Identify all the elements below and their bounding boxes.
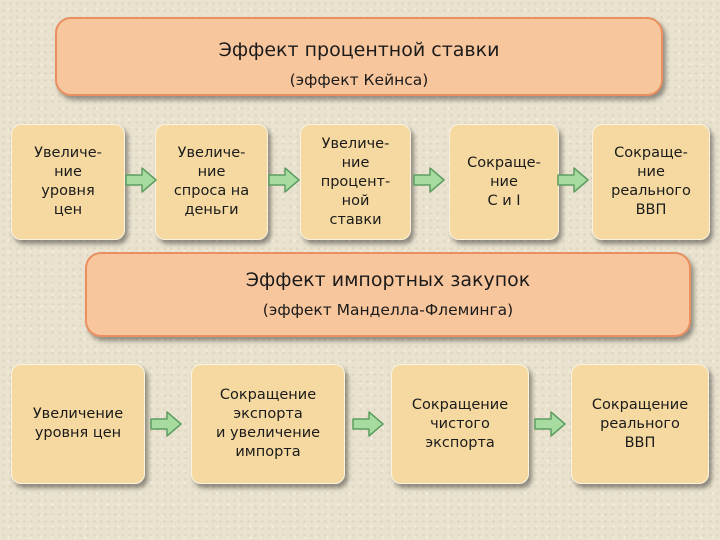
keynes-effect-banner: Эффект процентной ставки (эффект Кейнса) [55,17,663,96]
right-arrow-icon [150,411,182,437]
keynes-effect-subtitle: (эффект Кейнса) [289,71,429,89]
right-arrow-icon [534,411,566,437]
right-arrow-icon [352,411,384,437]
keynes-box-price-level: Увеличе- ние уровня цен [11,124,125,240]
right-arrow-icon [268,167,300,193]
mundell-box-net-exports: Сокращение чистого экспорта [391,364,529,484]
mundell-box-price-level: Увеличение уровня цен [11,364,145,484]
keynes-box-money-demand: Увеличе- ние спроса на деньги [155,124,268,240]
mundell-fleming-effect-banner: Эффект импортных закупок (эффект Манделл… [85,252,691,337]
keynes-effect-title: Эффект процентной ставки [218,39,500,61]
mundell-box-real-gdp: Сокращение реального ВВП [571,364,709,484]
mundell-box-exports-imports: Сокращение экспорта и увеличение импорта [191,364,345,484]
mundell-fleming-effect-title: Эффект импортных закупок [245,269,531,291]
right-arrow-icon [413,167,445,193]
right-arrow-icon [557,167,589,193]
keynes-box-c-and-i: Сокраще- ние С и I [449,124,559,240]
right-arrow-icon [125,167,157,193]
keynes-box-real-gdp: Сокраще- ние реального ВВП [592,124,710,240]
keynes-box-interest-rate: Увеличе- ние процент- ной ставки [300,124,411,240]
mundell-fleming-effect-subtitle: (эффект Манделла-Флеминга) [262,301,514,319]
